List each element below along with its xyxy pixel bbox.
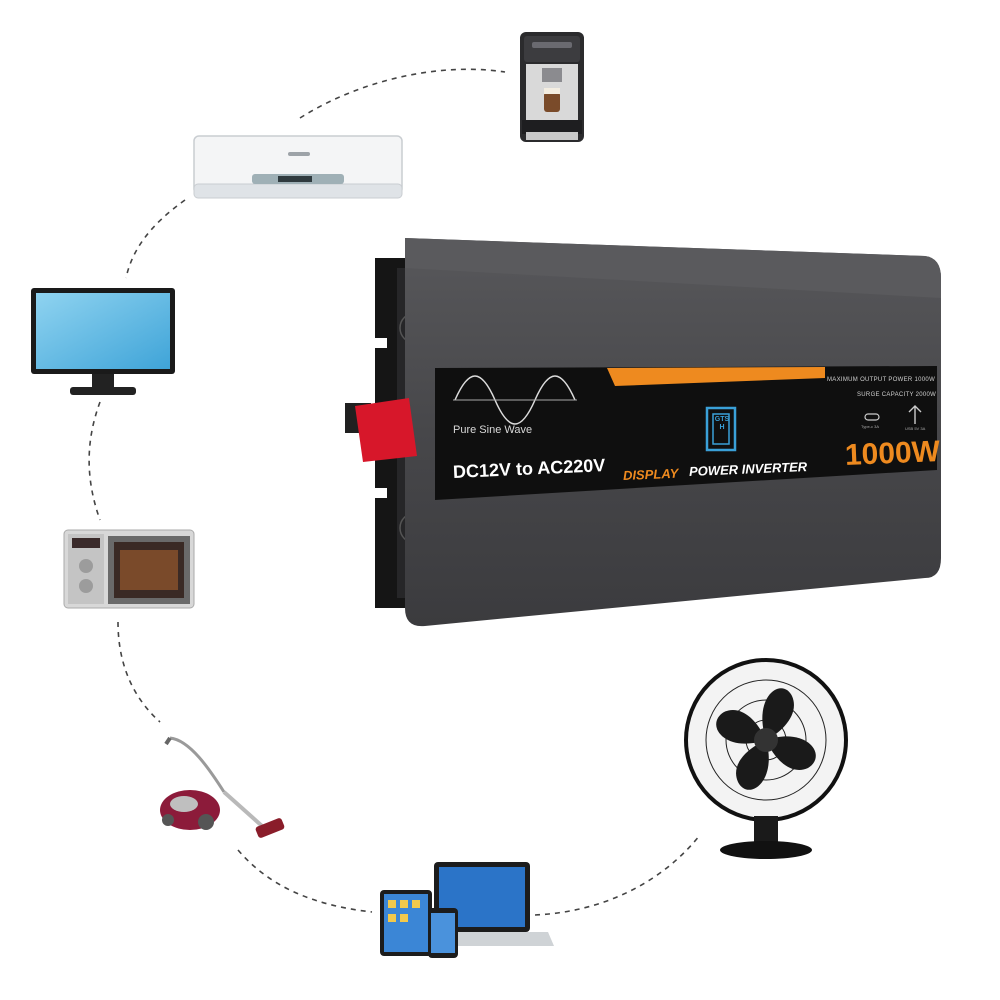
vacuum-cleaner-icon bbox=[160, 736, 285, 838]
coffee-machine bbox=[512, 28, 592, 146]
desk-fan-icon bbox=[684, 658, 848, 859]
surge-capacity-label: SURGE CAPACITY 2000W bbox=[857, 392, 937, 398]
max-output-label: MAXIMUM OUTPUT POWER 1000W bbox=[827, 377, 936, 383]
logo-text: GTSH bbox=[714, 416, 730, 431]
product-prefix: DISPLAY bbox=[622, 465, 679, 483]
usb-c-port bbox=[864, 413, 880, 421]
monitor bbox=[30, 287, 176, 399]
air-conditioner-icon bbox=[193, 135, 403, 199]
tablet-phone-laptop bbox=[376, 860, 554, 960]
devices-icon bbox=[380, 862, 554, 958]
monitor-icon bbox=[31, 288, 175, 395]
desk-fan bbox=[682, 656, 850, 860]
microwave bbox=[62, 528, 196, 612]
waveform-label: Pure Sine Wave bbox=[453, 424, 533, 436]
vacuum-cleaner bbox=[150, 730, 290, 840]
red-terminal bbox=[355, 398, 417, 462]
usb-c-label: Type-c 3A bbox=[861, 424, 880, 429]
usb-a-label: USB 5V 3A bbox=[905, 426, 926, 431]
air-conditioner bbox=[192, 134, 404, 204]
coffee-machine-icon bbox=[520, 32, 584, 142]
microwave-icon bbox=[63, 529, 195, 609]
power-inverter: Pure Sine Wave DC12V to AC220V DISPLAY P… bbox=[345, 238, 945, 630]
inverter-body bbox=[345, 238, 941, 627]
usb-icon bbox=[908, 405, 922, 424]
brand-logo bbox=[705, 406, 737, 452]
wattage-label: 1000W bbox=[844, 435, 941, 472]
